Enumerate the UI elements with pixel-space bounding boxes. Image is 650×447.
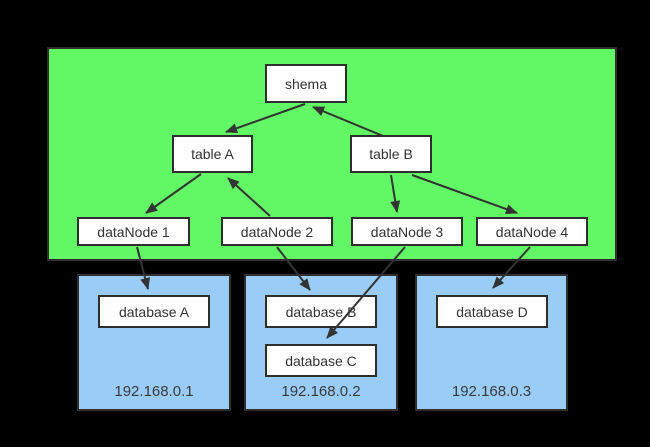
node-database-b: database B xyxy=(265,295,377,328)
node-datanode-3: dataNode 3 xyxy=(351,217,463,246)
node-datanode-4: dataNode 4 xyxy=(476,217,588,246)
node-datanode-1: dataNode 1 xyxy=(77,217,190,246)
node-shema: shema xyxy=(265,64,347,103)
host-ip-label: 192.168.0.1 xyxy=(114,383,194,400)
node-database-a: database A xyxy=(98,295,210,328)
host-ip-label: 192.168.0.2 xyxy=(281,383,361,400)
node-datanode-2: dataNode 2 xyxy=(221,217,333,246)
node-database-d: database D xyxy=(436,295,548,328)
node-table-b: table B xyxy=(350,135,432,173)
node-database-c: database C xyxy=(265,344,377,377)
node-table-a: table A xyxy=(172,135,253,173)
host-ip-label: 192.168.0.3 xyxy=(451,383,532,400)
